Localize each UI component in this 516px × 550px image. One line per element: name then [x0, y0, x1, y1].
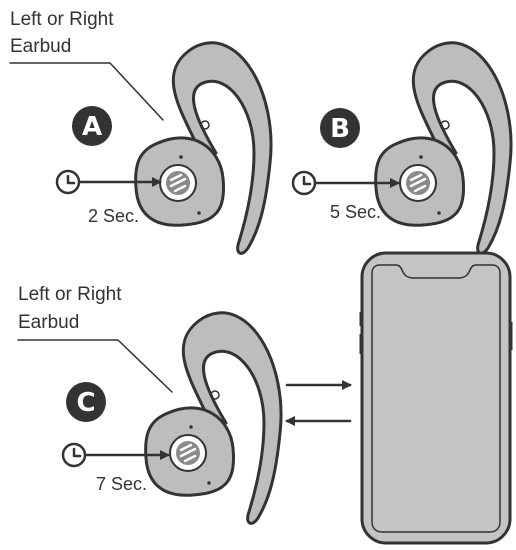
clock-icon	[291, 170, 317, 196]
callout-bottom-line1: Left or Right	[18, 284, 122, 305]
clock-icon	[61, 442, 87, 468]
clock-icon	[55, 169, 81, 195]
callout-bottom-line2: Earbud	[18, 312, 79, 333]
bidirectional-arrows-icon	[285, 380, 352, 426]
duration-b: 5 Sec.	[330, 202, 381, 222]
step-c-panel: Left or Right Earbud C 7 Sec.	[17, 251, 513, 545]
badge-c-label: C	[76, 388, 95, 418]
callout-leader-line-top	[9, 62, 164, 121]
badge-a: A	[72, 106, 112, 146]
callout-top-line2: Earbud	[10, 36, 71, 57]
callout-top-line1: Left or Right	[10, 9, 114, 30]
smartphone-icon	[359, 251, 513, 545]
step-b-panel: B 5 Sec.	[291, 41, 513, 255]
callout-leader-line-bottom	[17, 339, 173, 393]
badge-b: B	[320, 108, 360, 148]
badge-a-label: A	[82, 112, 102, 142]
duration-c: 7 Sec.	[96, 474, 147, 494]
step-a-panel: Left or Right Earbud A 2 Sec.	[9, 9, 273, 255]
badge-c: C	[66, 382, 106, 422]
earbud-c	[144, 311, 283, 525]
duration-a: 2 Sec.	[88, 206, 139, 226]
earbud-a	[134, 41, 273, 255]
badge-b-label: B	[330, 114, 350, 144]
earbud-b	[374, 41, 513, 255]
